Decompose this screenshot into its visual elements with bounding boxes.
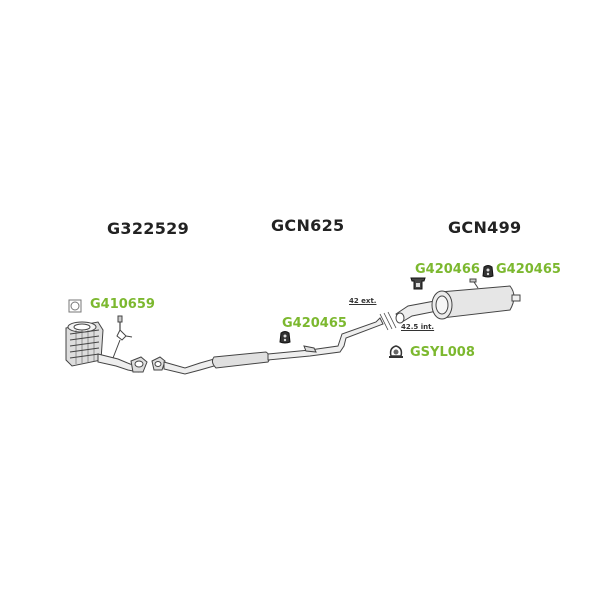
catalytic-converter [65,321,104,367]
section-title-rear: GCN499 [448,218,522,237]
section-title-front: G322529 [107,219,190,238]
bracket-mount-icon[interactable] [410,275,426,290]
clamp-icon[interactable] [388,344,404,360]
section-title-middle: GCN625 [271,216,345,235]
dimension-external: 42 ext. [349,297,377,305]
gasket-icon[interactable] [68,298,82,313]
part-label-gsyl008[interactable]: GSYL008 [410,345,475,360]
dimension-internal: 42.5 int. [401,323,435,331]
rubber-mount-icon[interactable] [482,263,494,278]
part-label-g420465-rear[interactable]: G420465 [496,262,561,277]
part-label-g410659[interactable]: G410659 [90,297,155,312]
rear-muffler [431,278,521,320]
part-label-g420466[interactable]: G420466 [415,262,480,277]
rubber-mount-icon[interactable] [279,329,291,344]
part-label-g420465-middle[interactable]: G420465 [282,316,347,331]
